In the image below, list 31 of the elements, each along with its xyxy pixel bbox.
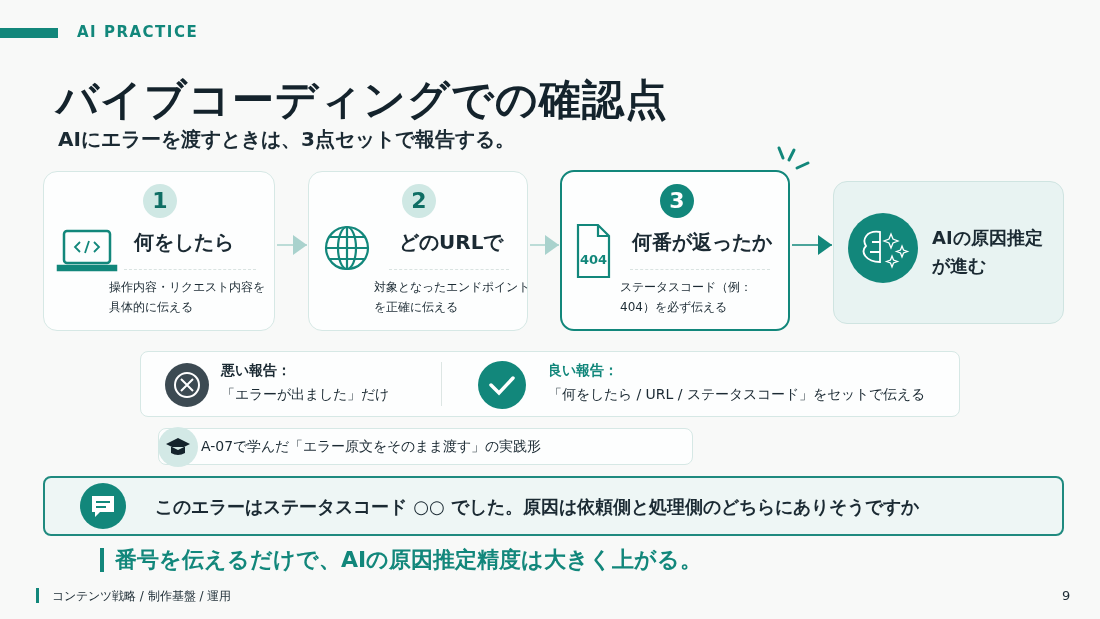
title: バイブコーディングでの確認点	[56, 74, 668, 126]
step-card	[308, 171, 528, 331]
section-label: AI PRACTICE	[77, 23, 199, 41]
report-panel	[140, 351, 960, 417]
step-number: 2	[402, 184, 436, 218]
step-card	[43, 171, 275, 331]
note-pill	[158, 428, 693, 465]
step-heading: どのURLで	[399, 229, 504, 256]
step-description: ステータスコード（例：404）を必ず伝える	[620, 279, 753, 316]
report-heading: 良い報告：	[548, 362, 618, 380]
prompt-box	[43, 476, 1064, 536]
result-text: AIの原因推定が進む	[932, 226, 1044, 278]
chevron-arrow	[529, 235, 560, 255]
step-heading: 何をしたら	[134, 229, 234, 256]
step-number: 3	[660, 184, 694, 218]
step-number: 1	[143, 184, 177, 218]
note-text: A-07で学んだ「エラー原文をそのまま渡す」の実践形	[201, 438, 542, 456]
step-description: 対象となったエンドポイントを正確に伝える	[374, 279, 531, 316]
subtitle: AIにエラーを渡すときは、3点セットで報告する。	[58, 126, 515, 153]
step-card	[560, 170, 790, 331]
key-message: 番号を伝えるだけで、AIの原因推定精度は大きく上がる。	[115, 546, 703, 574]
chevron-arrow	[791, 235, 833, 255]
report-text: 「何をしたら / URL / ステータスコード」をセットで伝える	[548, 386, 925, 404]
breadcrumb: コンテンツ戦略 / 制作基盤 / 運用	[52, 588, 232, 605]
step-description: 操作内容・リクエスト内容を具体的に伝える	[109, 279, 266, 316]
chevron-arrow	[276, 235, 308, 255]
step-heading: 何番が返ったか	[632, 229, 772, 256]
report-text: 「エラーが出ました」だけ	[221, 386, 389, 404]
report-heading: 悪い報告：	[221, 362, 291, 380]
prompt-text: このエラーはステータスコード ○○ でした。原因は依頼側と処理側のどちらにありそうですか	[155, 495, 919, 519]
page-number: 9	[1062, 588, 1071, 603]
